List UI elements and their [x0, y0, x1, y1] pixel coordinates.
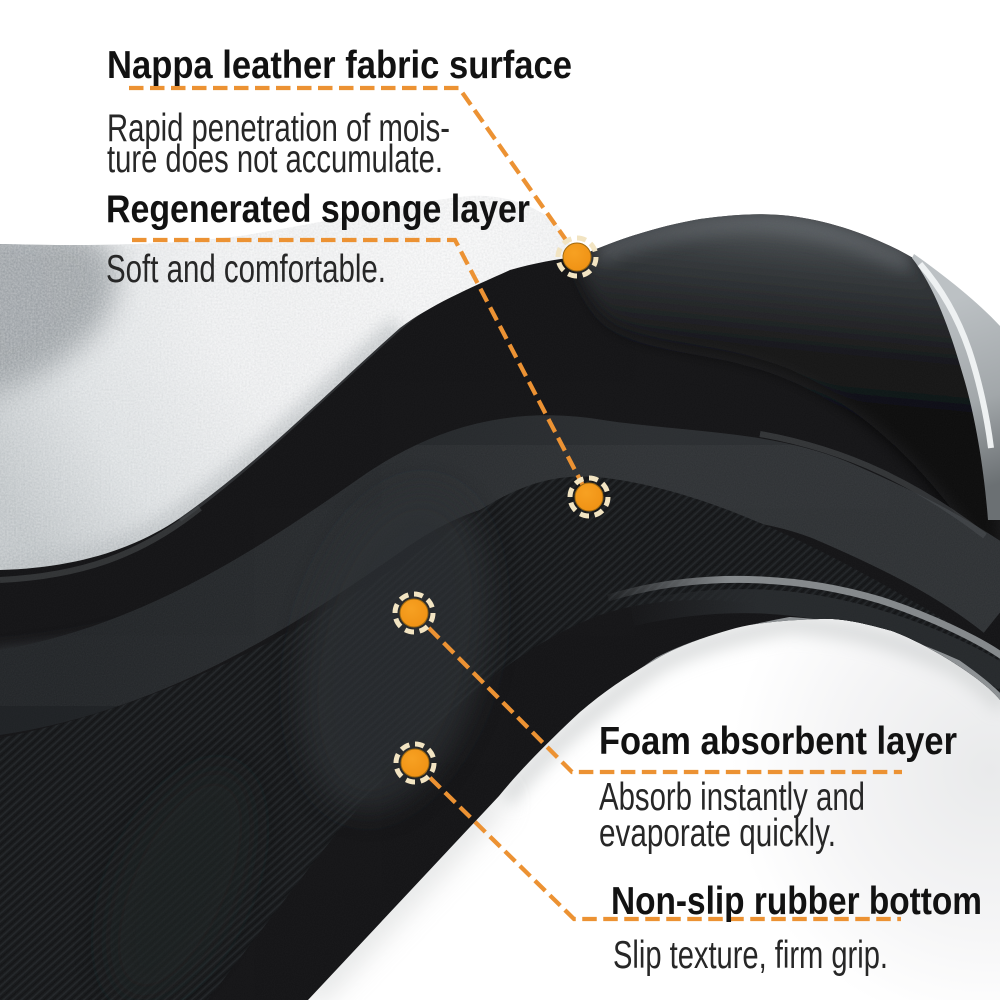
- svg-text:evaporate quickly.: evaporate quickly.: [599, 812, 836, 855]
- svg-text:Slip texture, firm grip.: Slip texture, firm grip.: [613, 934, 888, 977]
- svg-text:Rapid penetration of mois-: Rapid penetration of mois-: [107, 107, 450, 150]
- svg-text:Non-slip rubber bottom: Non-slip rubber bottom: [611, 880, 982, 923]
- svg-text:ture does not accumulate.: ture does not accumulate.: [107, 138, 443, 181]
- svg-text:Foam absorbent layer: Foam absorbent layer: [599, 720, 957, 763]
- svg-text:Soft and comfortable.: Soft and comfortable.: [106, 248, 386, 291]
- svg-text:Regenerated sponge layer: Regenerated sponge layer: [106, 188, 530, 231]
- svg-text:Absorb instantly and: Absorb instantly and: [599, 776, 865, 819]
- svg-text:Nappa leather fabric surface: Nappa leather fabric surface: [107, 44, 572, 87]
